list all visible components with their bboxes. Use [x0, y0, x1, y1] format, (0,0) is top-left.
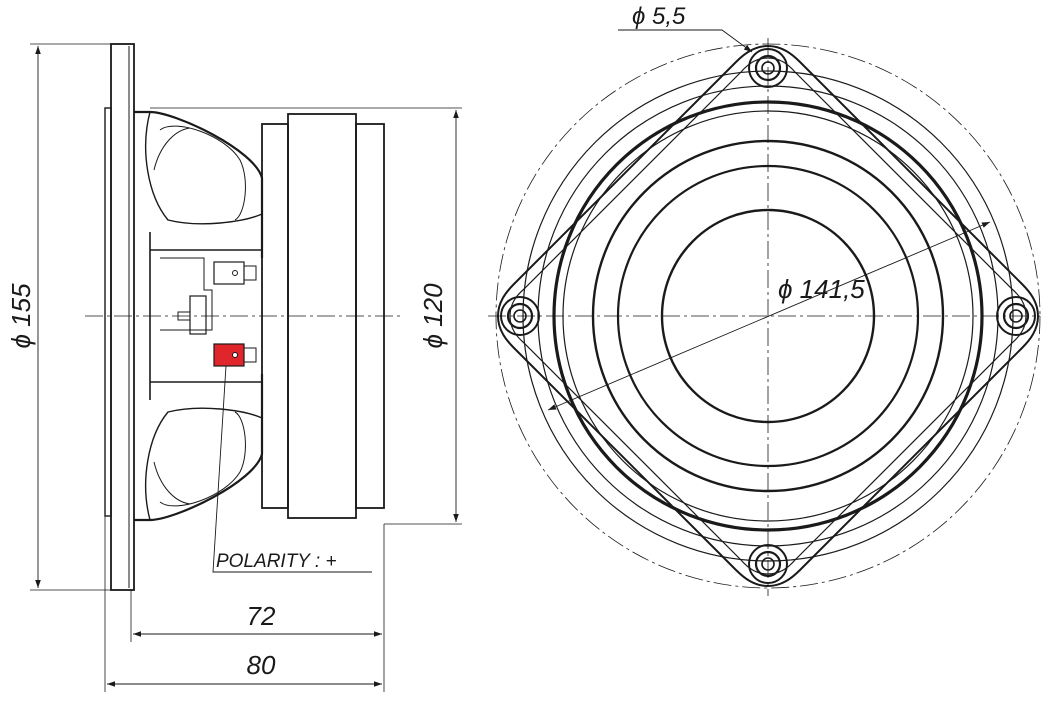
- flange-outline-inner: [509, 57, 1027, 575]
- terminal-post: [177, 311, 191, 321]
- polarity-leader: [212, 365, 372, 573]
- hole-diameter-leader: [618, 29, 753, 53]
- depth-total-label: 80: [247, 650, 276, 680]
- basket-arm-top: [134, 110, 264, 258]
- depth-motor-label: 72: [247, 601, 276, 631]
- hole-diameter-label: ϕ 5,5: [632, 3, 686, 30]
- overall-diameter-label: ϕ 155: [6, 283, 36, 349]
- flange: [110, 43, 135, 591]
- mounting-hole-left: [500, 296, 540, 336]
- rim-circle-1: [522, 70, 1014, 562]
- terminal-positive-tab: [243, 347, 257, 363]
- flange-outline: [496, 44, 1040, 588]
- basket-arm-bottom-fold: [153, 461, 191, 505]
- side-view: [85, 43, 400, 591]
- terminal-strip: [160, 257, 213, 331]
- magnet-diameter-label: ϕ 120: [418, 283, 448, 349]
- bolt-circle-label: ϕ 141,5: [778, 274, 865, 304]
- reference-circle: [495, 43, 1041, 589]
- front-dimensions: ϕ 5,5 ϕ 141,5: [547, 3, 991, 411]
- terminal-positive-hole: [232, 352, 238, 358]
- terminal-negative: [213, 261, 245, 285]
- mounting-hole-top: [748, 48, 788, 88]
- terminal-negative-hole: [232, 270, 238, 276]
- basket-arm-bottom-inner: [145, 407, 263, 521]
- side-dimensions: ϕ 155 ϕ 120 72 80 POLARITY : +: [6, 43, 462, 692]
- terminal-positive: [213, 343, 245, 367]
- terminal-negative-tab: [243, 265, 257, 281]
- basket-arm-bottom: [134, 374, 264, 522]
- mounting-hole-right: [996, 296, 1036, 336]
- mounting-hole-bottom: [748, 544, 788, 584]
- terminal-block: [189, 295, 207, 335]
- front-view: [488, 38, 1041, 596]
- dimension-bolt-circle: [547, 221, 991, 411]
- polarity-label: POLARITY : +: [216, 551, 337, 572]
- basket-arm-top-inner: [145, 111, 263, 225]
- terminal-window: [149, 232, 262, 400]
- back-plate: [355, 123, 385, 509]
- basket-arm-bottom-detail: [159, 411, 246, 507]
- flange-gasket: [104, 107, 112, 517]
- basket-arm-top-detail: [159, 125, 246, 221]
- basket-arm-top-fold: [153, 127, 191, 171]
